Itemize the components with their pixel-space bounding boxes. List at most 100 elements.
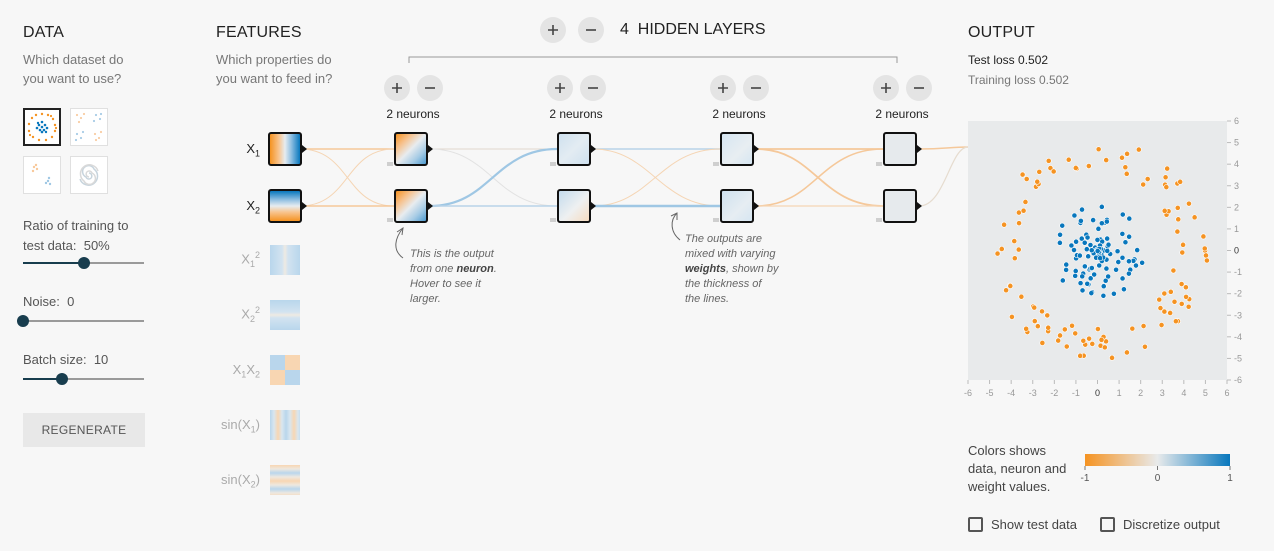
minus-icon xyxy=(425,87,435,89)
feature-label-x1-squared: X12 xyxy=(241,250,260,269)
data-point xyxy=(1073,238,1080,245)
neuron-l1-1[interactable] xyxy=(394,132,428,166)
feature-x1-times-x2[interactable] xyxy=(270,355,300,385)
color-scale-axis: -1 0 1 xyxy=(1081,466,1233,484)
add-neuron-layer4-button[interactable] xyxy=(873,75,899,101)
data-point xyxy=(1123,170,1130,177)
feature-label-sin-x2: sin(X2) xyxy=(221,472,260,490)
data-point xyxy=(1022,199,1029,205)
data-point xyxy=(1178,281,1185,287)
ratio-slider-fill xyxy=(23,262,84,264)
discretize-output-checkbox[interactable]: Discretize output xyxy=(1100,517,1220,532)
remove-neuron-layer3-button[interactable] xyxy=(743,75,769,101)
test-loss: Test loss 0.502 xyxy=(968,53,1049,67)
remove-layer-button[interactable] xyxy=(578,17,604,43)
neuron-l3-2[interactable] xyxy=(720,189,754,223)
data-point xyxy=(1081,239,1088,246)
neuron-l4-2[interactable] xyxy=(883,189,917,223)
data-point xyxy=(1126,270,1132,277)
link-l2n2-l3n1[interactable] xyxy=(592,148,721,207)
data-point xyxy=(1140,323,1147,329)
data-point xyxy=(1084,280,1091,287)
neuron-l2-2[interactable] xyxy=(557,189,591,223)
x-tick-label: -1 xyxy=(1072,388,1080,398)
dataset-gaussian[interactable] xyxy=(23,156,61,194)
link-l4n2-out[interactable] xyxy=(918,146,969,207)
data-point xyxy=(1023,325,1030,332)
data-point xyxy=(1098,203,1105,210)
color-scale-bar xyxy=(1085,454,1230,466)
data-point xyxy=(1191,214,1198,221)
neuron-l2-1[interactable] xyxy=(557,132,591,166)
data-point xyxy=(1081,263,1088,270)
neuron-l1-2[interactable] xyxy=(394,189,428,223)
remove-neuron-layer2-button[interactable] xyxy=(580,75,606,101)
link-l4n1-out[interactable] xyxy=(918,146,969,150)
noise-value: 0 xyxy=(67,294,75,309)
data-point xyxy=(1095,326,1101,332)
link-x2-l1n1[interactable] xyxy=(299,148,395,207)
feature-x1-squared[interactable] xyxy=(270,245,300,275)
feature-label-sin-x1: sin(X1) xyxy=(221,417,260,435)
data-point xyxy=(1113,266,1119,273)
data-point xyxy=(1121,286,1127,293)
batch-slider-track[interactable] xyxy=(23,378,144,380)
link-l2n1-l3n2[interactable] xyxy=(592,148,721,207)
noise-label: Noise: 0 xyxy=(23,294,75,309)
data-point xyxy=(1087,242,1094,248)
remove-neuron-layer4-button[interactable] xyxy=(906,75,932,101)
data-point xyxy=(1095,146,1102,153)
dataset-xor[interactable] xyxy=(70,108,108,146)
data-point xyxy=(1057,332,1063,339)
data-point xyxy=(1098,220,1105,227)
regenerate-button[interactable]: REGENERATE xyxy=(23,413,145,447)
data-point xyxy=(1091,271,1098,278)
feature-sin-x2[interactable] xyxy=(270,465,300,495)
add-layer-button[interactable] xyxy=(540,17,566,43)
color-legend-text: Colors shows data, neuron and weight val… xyxy=(968,443,1067,494)
data-point xyxy=(1095,225,1102,232)
data-point xyxy=(1007,283,1014,289)
data-point xyxy=(1079,206,1085,213)
data-point xyxy=(1119,275,1126,282)
data-point xyxy=(1100,292,1107,299)
checkbox-icon[interactable] xyxy=(1100,517,1115,532)
add-neuron-layer2-button[interactable] xyxy=(547,75,573,101)
dataset-spiral[interactable] xyxy=(70,156,108,194)
noise-slider-track[interactable] xyxy=(23,320,144,322)
neuron-l3-1[interactable] xyxy=(720,132,754,166)
ratio-slider-handle[interactable] xyxy=(77,257,90,269)
link-l3n1-l4n2[interactable] xyxy=(755,148,884,207)
data-point xyxy=(1179,249,1186,256)
link-l3n2-l4n1[interactable] xyxy=(755,148,884,207)
data-point xyxy=(1097,255,1104,262)
add-neuron-layer3-button[interactable] xyxy=(710,75,736,101)
dataset-circle[interactable] xyxy=(23,108,61,146)
data-point xyxy=(1080,337,1087,344)
x-tick-label: 6 xyxy=(1224,388,1229,398)
feature-x2[interactable] xyxy=(268,189,302,223)
feature-x1[interactable] xyxy=(268,132,302,166)
x-tick-label: 5 xyxy=(1203,388,1208,398)
show-test-data-checkbox[interactable]: Show test data xyxy=(968,517,1077,532)
add-neuron-layer1-button[interactable] xyxy=(384,75,410,101)
checkbox-icon[interactable] xyxy=(968,517,983,532)
data-point xyxy=(1171,298,1178,305)
feature-sin-x1[interactable] xyxy=(270,410,300,440)
data-point xyxy=(1077,352,1084,359)
data-point xyxy=(1045,157,1052,164)
feature-x2-squared[interactable] xyxy=(270,300,300,330)
data-point xyxy=(994,250,1001,257)
x-tick-label: -6 xyxy=(964,388,972,398)
color-scale-min: -1 xyxy=(1081,473,1090,484)
batch-slider-handle[interactable] xyxy=(55,373,68,385)
neuron-l4-1[interactable] xyxy=(883,132,917,166)
data-point xyxy=(1183,294,1189,300)
features-title: FEATURES xyxy=(216,24,302,41)
noise-slider-handle[interactable] xyxy=(17,315,29,327)
remove-neuron-layer1-button[interactable] xyxy=(417,75,443,101)
link-l1n2-l2n1[interactable] xyxy=(428,147,559,208)
